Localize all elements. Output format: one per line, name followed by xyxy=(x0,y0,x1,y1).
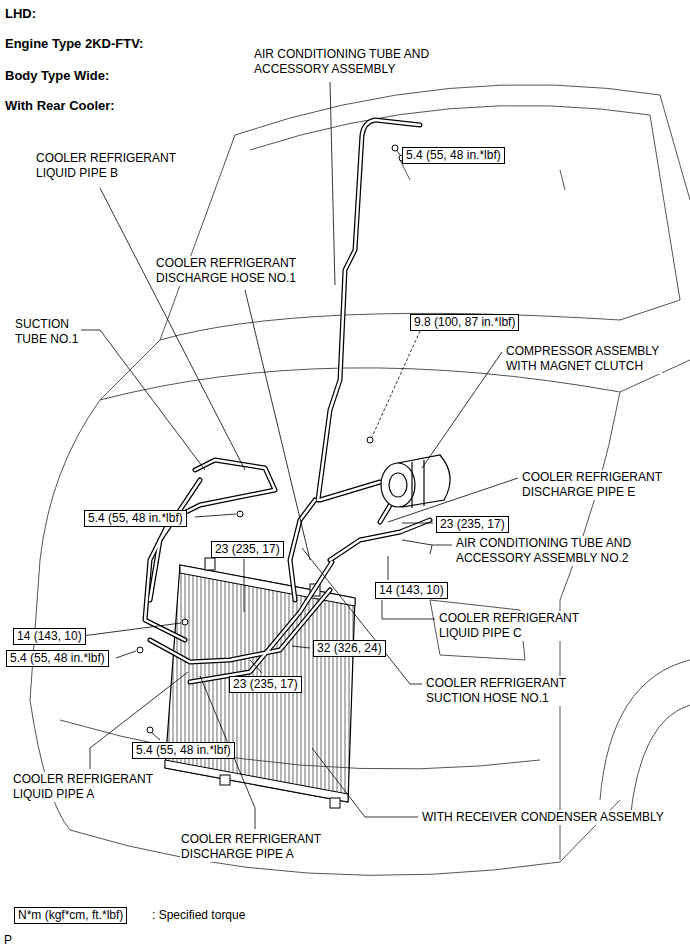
leader-line xyxy=(245,290,310,560)
leader-line xyxy=(312,748,418,817)
part-label: COOLER REFRIGERANT LIQUID PIPE A xyxy=(12,772,156,802)
bolt xyxy=(237,511,243,517)
vehicle-outline xyxy=(30,85,690,876)
part-label: COOLER REFRIGERANT DISCHARGE HOSE NO.1 xyxy=(155,256,299,286)
compressor-hub xyxy=(389,473,407,497)
leader-line xyxy=(330,82,335,285)
part-label: P xyxy=(3,933,13,947)
torque-value: 5.4 (55, 48 in.*lbf) xyxy=(136,743,231,757)
torque-leader xyxy=(244,559,245,612)
bolt xyxy=(147,727,153,733)
torque-value-box: 14 (143, 10) xyxy=(13,628,86,645)
torque-value-box: 5.4 (55, 48 in.*lbf) xyxy=(132,742,235,759)
part-label: COOLER REFRIGERANT LIQUID PIPE B xyxy=(35,151,179,181)
part-label: SUCTION TUBE NO.1 xyxy=(14,317,81,347)
hood-line xyxy=(100,340,690,400)
windshield-top xyxy=(235,85,690,200)
heading-note: LHD: xyxy=(4,6,37,21)
part-label: WITH RECEIVER CONDENSER ASSEMBLY xyxy=(421,810,665,825)
torque-leader xyxy=(116,651,136,658)
part-label: : Specified torque xyxy=(151,908,246,923)
torque-leader xyxy=(372,331,420,437)
torque-leader xyxy=(152,733,160,740)
part-label: AIR CONDITIONING TUBE AND ACCESSORY ASSE… xyxy=(253,47,432,77)
leader-line xyxy=(422,352,502,468)
torque-leader xyxy=(402,523,433,524)
part-label: COOLER REFRIGERANT SUCTION HOSE NO.1 xyxy=(425,676,569,706)
torque-leader xyxy=(82,623,181,636)
bracket xyxy=(205,558,215,570)
torque-value-box: 9.8 (100, 87 in.*lbf) xyxy=(410,314,519,331)
torque-value: 23 (235, 17) xyxy=(215,542,280,556)
windshield-inner xyxy=(250,106,680,300)
bolts xyxy=(137,145,405,733)
torque-value: 23 (235, 17) xyxy=(440,517,505,531)
torque-value-box: 32 (326, 24) xyxy=(313,640,386,657)
part-label: COOLER REFRIGERANT DISCHARGE PIPE A xyxy=(180,832,324,862)
tire xyxy=(630,705,690,820)
bolt xyxy=(182,619,188,625)
bolt xyxy=(392,145,398,151)
torque-value: 5.4 (55, 48 in.*lbf) xyxy=(10,651,105,665)
torque-value-box: 23 (235, 17) xyxy=(436,516,509,533)
torque-value: 5.4 (55, 48 in.*lbf) xyxy=(406,148,501,162)
torque-value: 5.4 (55, 48 in.*lbf) xyxy=(88,511,183,525)
condenser-bottom-tank xyxy=(165,760,348,802)
compressor xyxy=(381,455,450,508)
torque-value-box: 5.4 (55, 48 in.*lbf) xyxy=(84,510,187,527)
compressor-pulley xyxy=(381,463,415,507)
torque-value: 14 (143, 10) xyxy=(379,583,444,597)
leader-line xyxy=(382,600,435,619)
bracket xyxy=(330,798,340,808)
leader-line xyxy=(80,330,205,470)
part-label: COOLER REFRIGERANT LIQUID PIPE C xyxy=(438,611,582,641)
wheel-arch xyxy=(600,660,690,800)
torque-unit-box: N*m (kgf*cm, ft.*lbf) xyxy=(14,907,127,924)
torque-leader xyxy=(388,556,389,580)
torque-value-box: 14 (143, 10) xyxy=(375,582,448,599)
torque-leader xyxy=(250,660,262,673)
leader-line xyxy=(402,540,452,554)
heading-note: Engine Type 2KD-FTV: xyxy=(4,36,144,51)
torque-value-box: 23 (235, 17) xyxy=(229,676,302,693)
part-label: COOLER REFRIGERANT DISCHARGE PIPE E xyxy=(521,470,665,500)
torque-leader xyxy=(397,151,400,155)
bracket xyxy=(220,775,230,785)
leader-lines xyxy=(80,82,518,829)
wiper-mount xyxy=(400,160,565,190)
torque-value-box: 5.4 (55, 48 in.*lbf) xyxy=(402,147,505,164)
bolt xyxy=(137,647,143,653)
torque-leader xyxy=(195,514,236,517)
heading-note: Body Type Wide: xyxy=(4,68,110,83)
torque-value-box: 5.4 (55, 48 in.*lbf) xyxy=(6,650,109,667)
leader-line xyxy=(100,188,245,470)
leader-line xyxy=(302,548,422,684)
torque-value: N*m (kgf*cm, ft.*lbf) xyxy=(18,908,123,922)
part-label: AIR CONDITIONING TUBE AND ACCESSORY ASSE… xyxy=(455,536,634,566)
torque-value-box: 23 (235, 17) xyxy=(211,541,284,558)
heading-note: With Rear Cooler: xyxy=(4,98,116,113)
torque-value: 23 (235, 17) xyxy=(233,677,298,691)
torque-value: 9.8 (100, 87 in.*lbf) xyxy=(414,315,515,329)
torque-value: 14 (143, 10) xyxy=(17,629,82,643)
bolt xyxy=(367,437,373,443)
part-label: COMPRESSOR ASSEMBLY WITH MAGNET CLUTCH xyxy=(505,344,662,374)
windshield-base xyxy=(160,135,680,340)
torque-leader xyxy=(292,646,310,648)
torque-value: 32 (326, 24) xyxy=(317,641,382,655)
